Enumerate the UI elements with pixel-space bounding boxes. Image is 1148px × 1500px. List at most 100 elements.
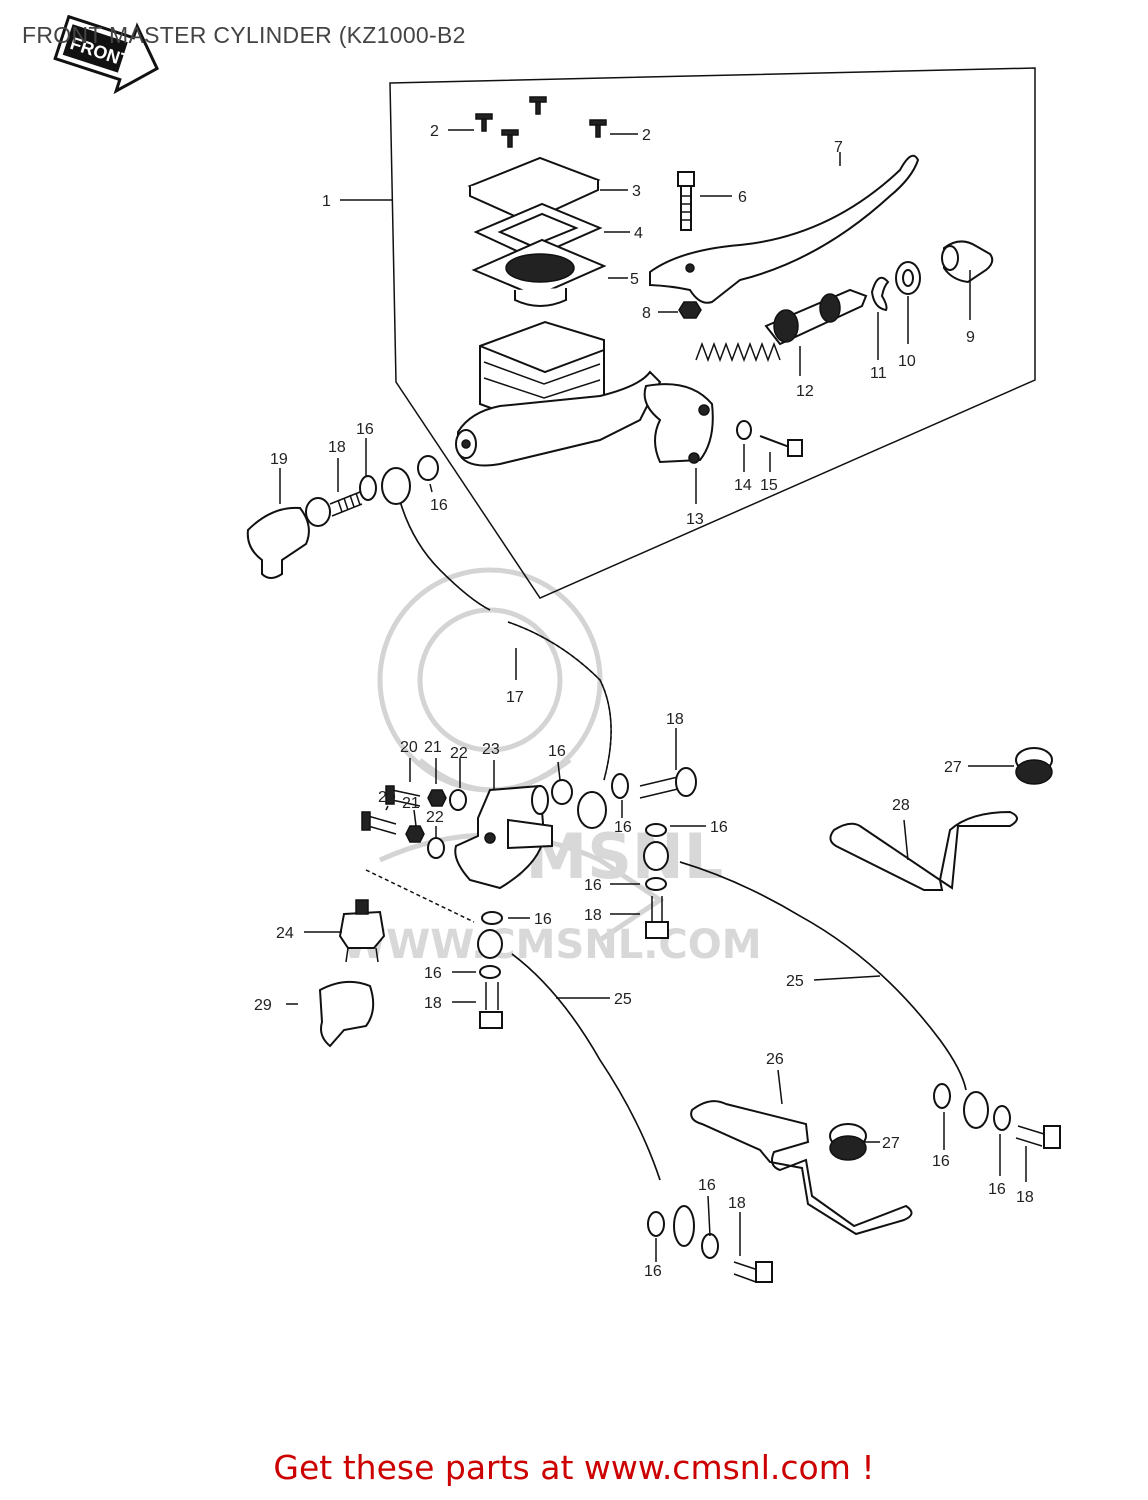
- diaphragm: [471, 238, 607, 307]
- callout-10: 10: [898, 353, 916, 370]
- sealing-washer: [417, 455, 439, 481]
- footer-banner[interactable]: Get these parts at www.cmsnl.com !: [273, 1448, 875, 1487]
- callout-29: 29: [254, 997, 272, 1014]
- callout-17: 17: [506, 689, 524, 706]
- callout-18: 18: [728, 1195, 746, 1212]
- circlip: [870, 276, 890, 312]
- callout-13: 13: [686, 511, 704, 528]
- callout-4: 4: [634, 225, 643, 242]
- master-cylinder-body: [455, 320, 662, 467]
- handlebar-clamp: [643, 383, 714, 464]
- assembly-boundary: [389, 67, 1036, 599]
- callout-12: 12: [796, 383, 814, 400]
- page-title: FRONT MASTER CYLINDER (KZ1000-B2: [22, 22, 466, 48]
- grommet: [829, 1123, 867, 1161]
- grommet: [1015, 747, 1053, 785]
- callout-9: 9: [966, 329, 975, 346]
- piston-stop-washer: [895, 261, 921, 295]
- callout-15: 15: [760, 477, 778, 494]
- callout-3: 3: [632, 183, 641, 200]
- callout-16: 16: [430, 497, 448, 514]
- callout-21: 21: [424, 739, 442, 756]
- callout-8: 8: [642, 305, 651, 322]
- banjo-bolt: [639, 767, 697, 799]
- mounting-bolt: [361, 811, 445, 859]
- callout-11: 11: [870, 365, 887, 382]
- screw-icon: [475, 96, 607, 148]
- callout-16: 16: [424, 965, 442, 982]
- callout-18: 18: [1016, 1189, 1034, 1206]
- clamp-bolt: [759, 435, 803, 457]
- callout-26: 26: [766, 1051, 784, 1068]
- banjo-bolt: [479, 982, 503, 1029]
- three-way-joint: [454, 784, 553, 890]
- watermark: CMSNL WWW.CMSNL.COM: [342, 567, 762, 968]
- brake-light-switch: [338, 899, 386, 963]
- callout-labels: 1 2 2 3 4 5 6 7 8 9 10 11 12 13 14 15 19…: [254, 123, 1034, 1280]
- callout-18: 18: [666, 711, 684, 728]
- hose-bracket-lower: [690, 1100, 913, 1236]
- callout-16: 16: [932, 1153, 950, 1170]
- callout-16: 16: [988, 1181, 1006, 1198]
- callout-19: 19: [270, 451, 288, 468]
- callout-16: 16: [584, 877, 602, 894]
- callout-20: 20: [400, 739, 418, 756]
- callout-28: 28: [892, 797, 910, 814]
- callout-5: 5: [630, 271, 639, 288]
- callout-16: 16: [644, 1263, 662, 1280]
- sealing-washer: [359, 475, 377, 501]
- callout-14: 14: [734, 477, 752, 494]
- leader-lines: [279, 129, 1027, 1262]
- sealing-washer: [993, 1105, 1011, 1131]
- callout-18: 18: [328, 439, 346, 456]
- callout-16: 16: [710, 819, 728, 836]
- brake-hose-lower-right: [643, 823, 989, 1129]
- switch-leader: [365, 869, 475, 923]
- callout-16: 16: [698, 1177, 716, 1194]
- callout-20: 20: [378, 789, 396, 806]
- callout-27: 27: [944, 759, 962, 776]
- front-arrow-badge: FRONT: [53, 14, 160, 95]
- lever-nut: [678, 301, 702, 319]
- callout-6: 6: [738, 189, 747, 206]
- callout-18: 18: [424, 995, 442, 1012]
- sealing-washer: [551, 779, 573, 805]
- dust-boot: [941, 240, 994, 284]
- hose-bracket-upper: [829, 810, 1018, 891]
- callout-16: 16: [356, 421, 374, 438]
- callout-16: 16: [614, 819, 632, 836]
- callout-16: 16: [534, 911, 552, 928]
- banjo-bolt: [733, 1261, 773, 1283]
- piston-assembly: [764, 288, 868, 346]
- mounting-bolt: [385, 785, 467, 811]
- bleeder-cap: [246, 506, 310, 579]
- watermark-text: WWW.CMSNL.COM: [342, 922, 762, 968]
- sealing-washer: [647, 1211, 665, 1237]
- brake-hose-lower-left: [477, 911, 695, 1247]
- callout-18: 18: [584, 907, 602, 924]
- callout-7: 7: [834, 139, 843, 156]
- banjo-bolt: [1015, 1125, 1061, 1149]
- callout-27: 27: [882, 1135, 900, 1152]
- callout-25: 25: [786, 973, 804, 990]
- banjo-bolt: [645, 896, 669, 939]
- return-spring: [695, 341, 781, 363]
- callout-25: 25: [614, 991, 632, 1008]
- callout-1: 1: [322, 193, 331, 210]
- sealing-washer: [611, 773, 629, 799]
- sealing-washer: [701, 1233, 719, 1259]
- callout-21: 21: [402, 795, 420, 812]
- banjo-bolt-top: [305, 491, 363, 527]
- clamp-washer: [736, 420, 752, 440]
- sealing-washer: [933, 1083, 951, 1109]
- callout-22: 22: [450, 745, 468, 762]
- callout-2: 2: [642, 127, 651, 144]
- brake-hose-upper: [381, 467, 612, 829]
- switch-cover: [318, 980, 375, 1048]
- callout-24: 24: [276, 925, 294, 942]
- callout-16: 16: [548, 743, 566, 760]
- diaphragm-plate: [473, 202, 603, 260]
- brake-lever: [649, 154, 920, 304]
- callout-23: 23: [482, 741, 500, 758]
